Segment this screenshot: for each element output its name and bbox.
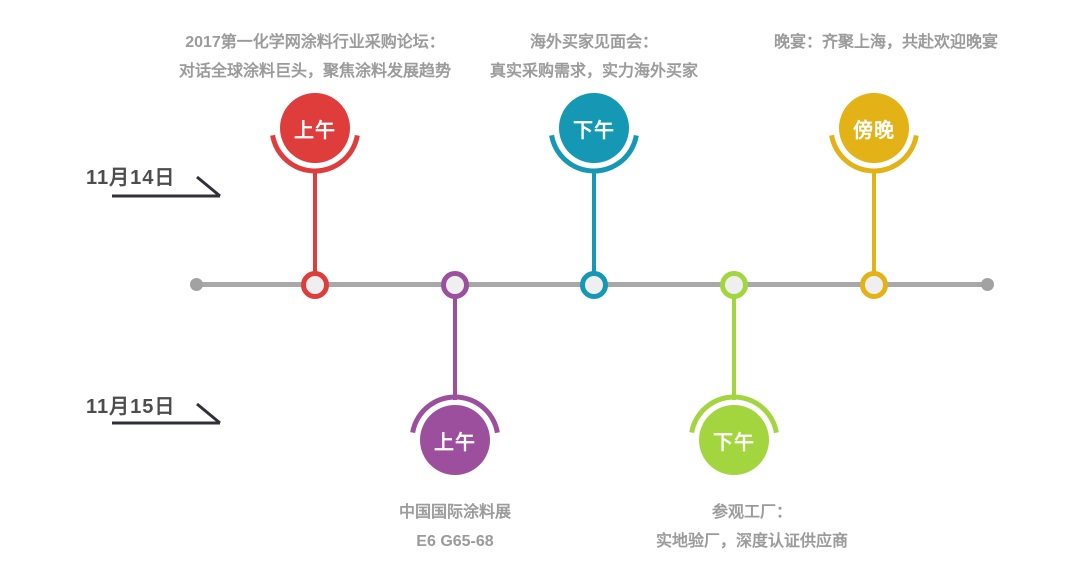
event-title: 2017第一化学网涂料行业采购论坛： [185,34,445,51]
date-label-nov15: 11月15日 [86,396,176,418]
event-arc [828,82,920,174]
timeline-node [301,271,329,299]
timeline-start-dot [190,278,203,291]
event-bubble: 下午 [559,93,629,163]
event-subtitle: 真实采购需求，实力海外买家 [489,63,698,80]
event-time-label: 下午 [713,431,755,454]
connector-stem [732,285,736,400]
event-time-label: 傍晚 [853,119,895,142]
event-time-label: 上午 [434,431,476,454]
event-arc [409,394,501,486]
event-arc [548,82,640,174]
event-time-label: 上午 [294,119,336,142]
timeline-node [720,271,748,299]
event-description: 参观工厂： 实地验厂，深度认证供应商 [552,498,952,556]
timeline-node [580,271,608,299]
timeline-end-dot [981,278,994,291]
event-description: 2017第一化学网涂料行业采购论坛： 对话全球涂料巨头，聚焦涂料发展趋势 [115,28,515,86]
connector-stem [872,170,876,285]
event-bubble: 上午 [280,93,350,163]
event-description: 海外买家见面会： 真实采购需求，实力海外买家 [394,28,794,86]
event-bubble: 傍晚 [839,93,909,163]
event-subtitle: 对话全球涂料巨头，聚焦涂料发展趋势 [178,63,451,80]
event-subtitle: E6 G65-68 [416,533,494,550]
event-title: 中国国际涂料展 [398,504,511,521]
event-title: 参观工厂： [711,504,792,521]
event-description: 中国国际涂料展 E6 G65-68 [255,498,655,556]
event-bubble: 下午 [699,405,769,475]
event-description: 晚宴：齐聚上海，共赴欢迎晚宴 [686,28,1078,57]
event-title: 海外买家见面会： [529,34,658,51]
timeline-node [441,271,469,299]
date-underline-icon [112,175,221,198]
date-label-nov14: 11月14日 [86,167,176,189]
event-bubble: 上午 [420,405,490,475]
connector-stem [592,170,596,285]
connector-stem [313,170,317,285]
event-title: 晚宴：齐聚上海，共赴欢迎晚宴 [773,34,998,51]
event-arc [269,82,361,174]
connector-stem [453,285,457,400]
timeline-node [860,271,888,299]
date-underline-icon [112,402,221,425]
event-arc [688,394,780,486]
event-subtitle: 实地验厂，深度认证供应商 [655,533,848,550]
event-time-label: 下午 [573,119,615,142]
